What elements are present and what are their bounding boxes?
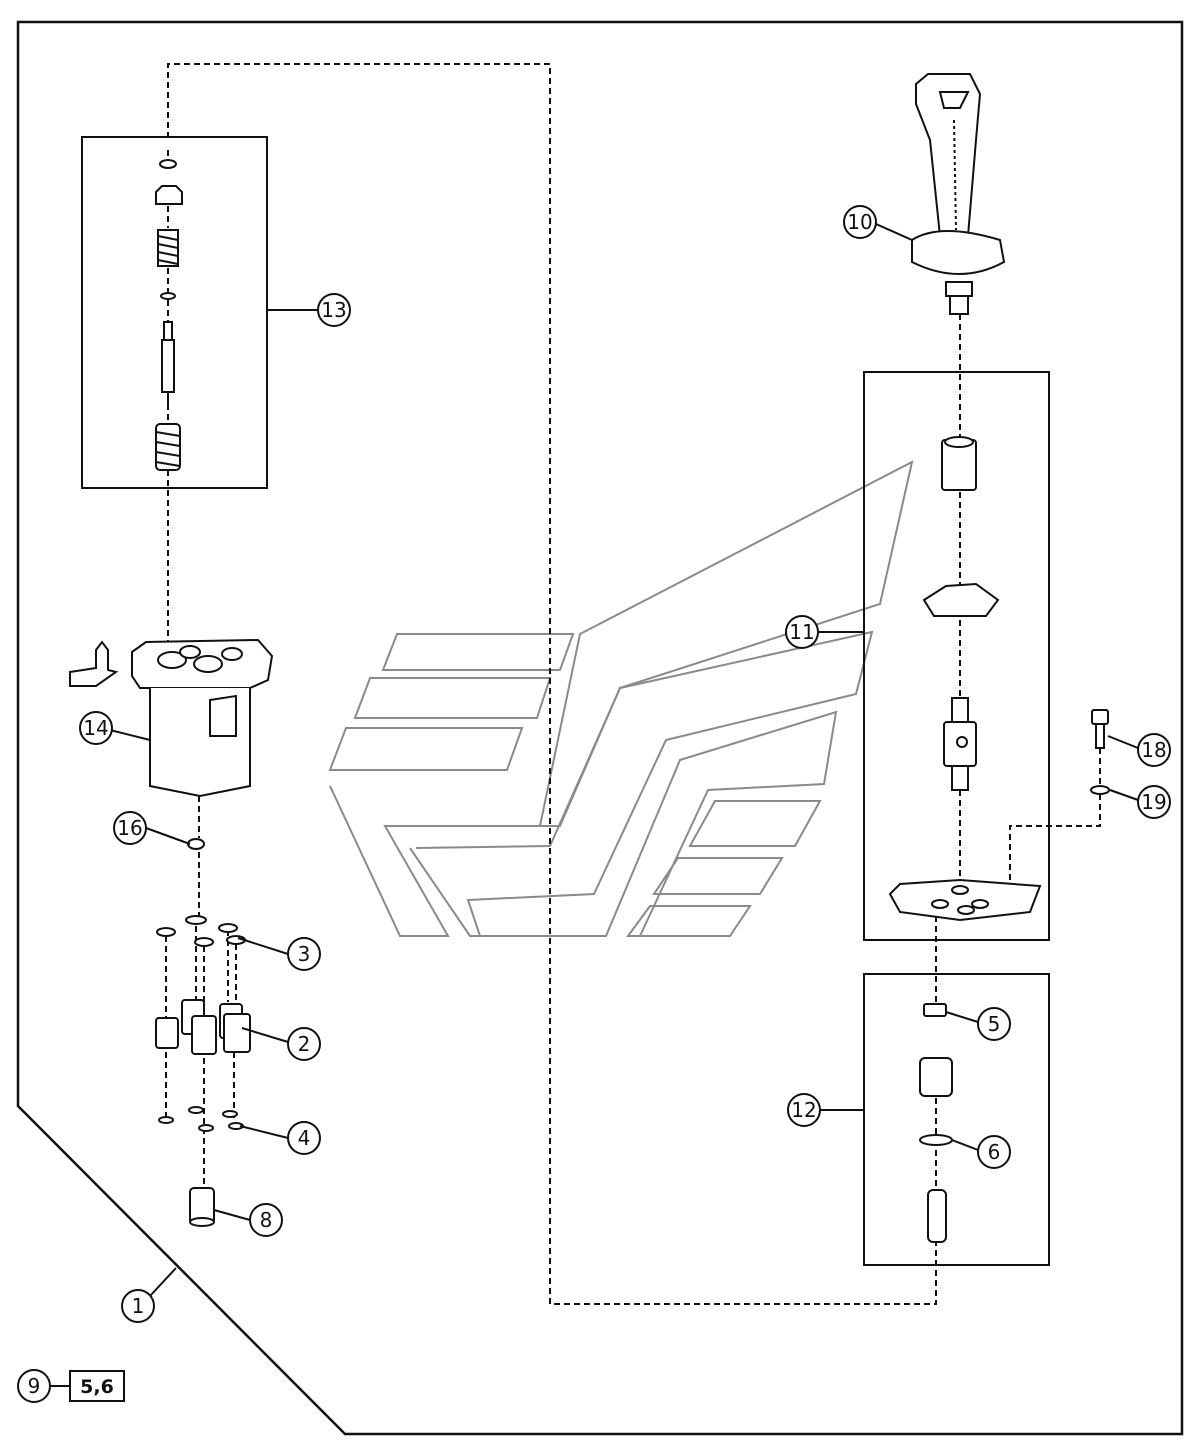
- svg-text:16: 16: [117, 816, 142, 840]
- callout-3: 3: [287, 937, 321, 971]
- callout-2: 2: [287, 1027, 321, 1061]
- group-box-12: [863, 973, 1050, 1266]
- handle-adapter-parts: [888, 436, 1042, 922]
- callout-9: 9: [17, 1369, 51, 1403]
- callout-12: 12: [787, 1093, 821, 1127]
- svg-text:19: 19: [1141, 790, 1166, 814]
- assembly-frame: [16, 20, 1184, 1436]
- port-fittings: [155, 838, 251, 1227]
- joystick-handle: [911, 73, 1006, 315]
- svg-text:6: 6: [988, 1140, 1001, 1164]
- svg-text:8: 8: [260, 1208, 273, 1232]
- callout-1: 1: [121, 1289, 155, 1323]
- valve-housing: [69, 638, 274, 798]
- callout-6: 6: [977, 1135, 1011, 1169]
- svg-text:11: 11: [789, 620, 814, 644]
- callout-5: 5: [977, 1007, 1011, 1041]
- callout-11: 11: [785, 615, 819, 649]
- callout-14: 14: [79, 711, 113, 745]
- svg-text:1: 1: [132, 1294, 145, 1318]
- svg-text:13: 13: [321, 298, 346, 322]
- svg-text:5: 5: [988, 1012, 1001, 1036]
- callout-8: 8: [249, 1203, 283, 1237]
- group-box-13: [81, 136, 268, 489]
- svg-text:18: 18: [1141, 738, 1166, 762]
- svg-text:4: 4: [298, 1126, 311, 1150]
- svg-text:12: 12: [791, 1098, 816, 1122]
- callout-10: 10: [843, 205, 877, 239]
- plunger-parts: [919, 1003, 953, 1243]
- callout-13: 13: [317, 293, 351, 327]
- callout-18: 18: [1137, 733, 1171, 767]
- callout-19: 19: [1137, 785, 1171, 819]
- svg-text:2: 2: [298, 1032, 311, 1056]
- kit-reference-box: 5,6: [69, 1370, 125, 1402]
- svg-text:10: 10: [847, 210, 872, 234]
- callout-16: 16: [113, 811, 147, 845]
- valve-insert-parts: [155, 159, 183, 471]
- svg-text:9: 9: [28, 1374, 41, 1398]
- svg-text:5,6: 5,6: [80, 1376, 114, 1398]
- svg-text:3: 3: [298, 942, 311, 966]
- group-box-11: [863, 371, 1050, 941]
- callout-4: 4: [287, 1121, 321, 1155]
- watermark-logo: [328, 460, 914, 937]
- mounting-bolt: [1090, 709, 1110, 795]
- leader-lines: [50, 223, 1139, 1387]
- svg-text:14: 14: [83, 716, 108, 740]
